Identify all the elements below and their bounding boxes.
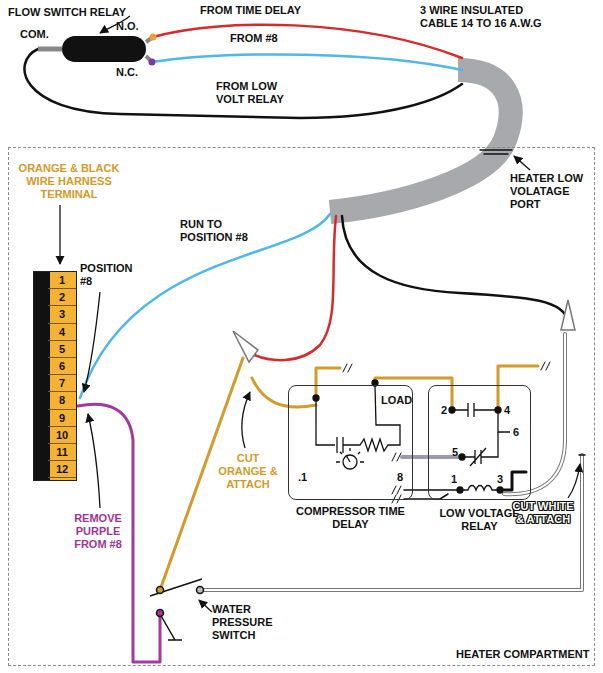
wires (24, 25, 585, 662)
water-pressure-switch (160, 614, 182, 640)
terminal-number: 8 (48, 392, 76, 409)
terminal-number: 10 (48, 427, 76, 444)
relay-box: 245613LOW VOLTAGE RELAY (428, 385, 531, 500)
black-wire (500, 472, 526, 490)
time-delay-internals (313, 380, 400, 469)
terminal-number: 4 (48, 324, 76, 341)
break-mark (343, 362, 550, 372)
flow-switch-relay (62, 36, 146, 62)
flow-switch-relay (149, 59, 156, 66)
black-wire (342, 216, 568, 322)
water-pressure-switch (157, 587, 164, 594)
relay-internals (457, 487, 463, 493)
leader-arrows (242, 392, 250, 448)
red-wire (252, 216, 336, 360)
white-wire (504, 334, 565, 494)
heater-compartment: 123456789101112LOAD.18COMPRESSOR TIME DE… (8, 147, 595, 666)
pin-number: 4 (504, 404, 514, 417)
water-pressure-switch (150, 579, 202, 596)
relay-internals (463, 486, 497, 491)
flow-switch-relay (146, 37, 153, 62)
pin-label: N.C. (116, 66, 146, 79)
compartment-label: HEATER COMPARTMENT (380, 648, 590, 661)
wire-label: RUN TO POSITION #8 (180, 218, 265, 244)
leader-arrows (59, 205, 60, 264)
terminal-number: 12 (48, 461, 76, 478)
blue-wire (80, 214, 330, 398)
leader-arrows (514, 156, 530, 170)
cable-label: 3 WIRE INSULATED CABLE 14 TO 16 A.W.G (420, 4, 555, 30)
part-label: FLOW SWITCH RELAY (8, 6, 138, 19)
wire-nuts (233, 331, 258, 362)
wire-label: FROM #8 (230, 32, 300, 45)
instruction-label: CUT WHITE & ATTACH (512, 500, 574, 526)
blue-wire (152, 54, 462, 70)
pin-number: 2 (439, 404, 449, 417)
orange-wire (498, 366, 538, 410)
relay-internals (462, 432, 498, 466)
leader-arrows (199, 600, 212, 612)
leader-arrows (84, 292, 100, 392)
wire-label: FROM LOW VOLT RELAY (216, 80, 296, 106)
terminal-number: 7 (48, 375, 76, 392)
dial-mark: .1 (298, 471, 312, 484)
pin-label: N.O. (116, 20, 146, 33)
orange-wire (316, 368, 340, 398)
insulated-cable (330, 70, 511, 212)
instruction-label: CUT ORANGE & ATTACH (214, 452, 282, 491)
wire-nuts (233, 300, 575, 362)
instruction-label: REMOVE PURPLE FROM #8 (60, 512, 136, 551)
terminal-number: 2 (48, 289, 76, 306)
terminal-label: ORANGE & BLACK WIRE HARNESS TERMINAL (10, 162, 128, 201)
red-wire (153, 25, 462, 58)
time-delay-internals (336, 448, 364, 462)
water-pressure-switch (150, 579, 204, 640)
orange-wire (252, 378, 316, 407)
dial-mark: 8 (397, 471, 411, 484)
part-label: WATER PRESSURE SWITCH (212, 603, 294, 642)
relay-internals (449, 403, 510, 493)
pin-number: 3 (495, 473, 505, 486)
wires (504, 334, 565, 494)
terminal-number: 3 (48, 306, 76, 323)
wire-label: FROM TIME DELAY (200, 4, 330, 17)
time-delay-box: LOAD.18COMPRESSOR TIME DELAY (288, 385, 413, 500)
terminal-number: 11 (48, 444, 76, 461)
coil-wire (404, 490, 457, 499)
wire-end (579, 454, 585, 456)
flow-switch-relay (38, 34, 157, 66)
terminal-number: 6 (48, 358, 76, 375)
flow-switch-relay (38, 47, 62, 52)
orange-wire (375, 378, 452, 410)
component-name: COMPRESSOR TIME DELAY (288, 505, 413, 531)
terminal-strip: 123456789101112 (33, 271, 77, 481)
port-mark (480, 150, 512, 154)
terminal-label: LOAD (381, 394, 411, 407)
wire-nuts (561, 300, 575, 330)
callout-label: POSITION #8 (80, 262, 142, 288)
pin-number: 6 (513, 426, 525, 439)
leader-arrows (88, 414, 100, 508)
water-pressure-switch (197, 587, 204, 594)
pin-number: 1 (449, 473, 459, 486)
flow-switch-relay (150, 34, 157, 41)
relay-internals (452, 403, 510, 432)
terminal-number: 9 (48, 410, 76, 427)
pin-number: 5 (450, 446, 460, 459)
leader-arrows (568, 464, 580, 498)
terminal-number: 1 (48, 272, 76, 289)
water-pressure-switch (157, 610, 164, 617)
pin-label: COM. (20, 28, 56, 41)
terminal-number: 5 (48, 341, 76, 358)
leader-arrows (60, 16, 580, 612)
port-label: HEATER LOW VOLATAGE PORT (510, 172, 588, 211)
relay-internals (497, 487, 503, 493)
